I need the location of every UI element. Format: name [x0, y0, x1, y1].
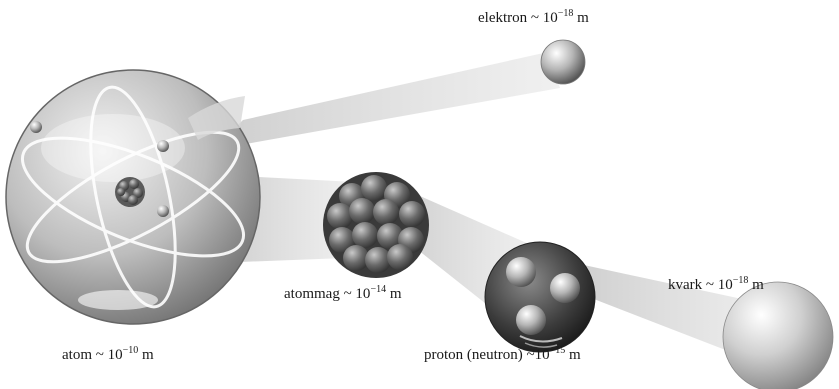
- label-atom: atom ~ 10−10 m: [62, 345, 154, 364]
- label-kvark: kvark ~ 10−18 m: [668, 275, 764, 294]
- label-proton: proton (neutron) ~10−15 m: [424, 345, 581, 364]
- quark-inner: [506, 257, 536, 287]
- nucleus-cluster: [323, 172, 429, 278]
- quark-inner: [550, 273, 580, 303]
- atom-electron: [157, 140, 169, 152]
- quark-inner: [516, 305, 546, 335]
- label-elektron: elektron ~ 10−18 m: [478, 8, 589, 27]
- electron-sphere: [540, 39, 586, 85]
- atom-nucleus-small: [115, 177, 145, 207]
- atom-sphere: [5, 69, 261, 325]
- electron-orbits: [20, 85, 246, 309]
- label-atommag: atommag ~ 10−14 m: [284, 284, 402, 303]
- proton-sphere: [484, 241, 596, 353]
- atom-electron: [30, 121, 42, 133]
- beam-atom-to-electron: [212, 52, 560, 150]
- atom-electron: [157, 205, 169, 217]
- quark-sphere: [722, 281, 834, 389]
